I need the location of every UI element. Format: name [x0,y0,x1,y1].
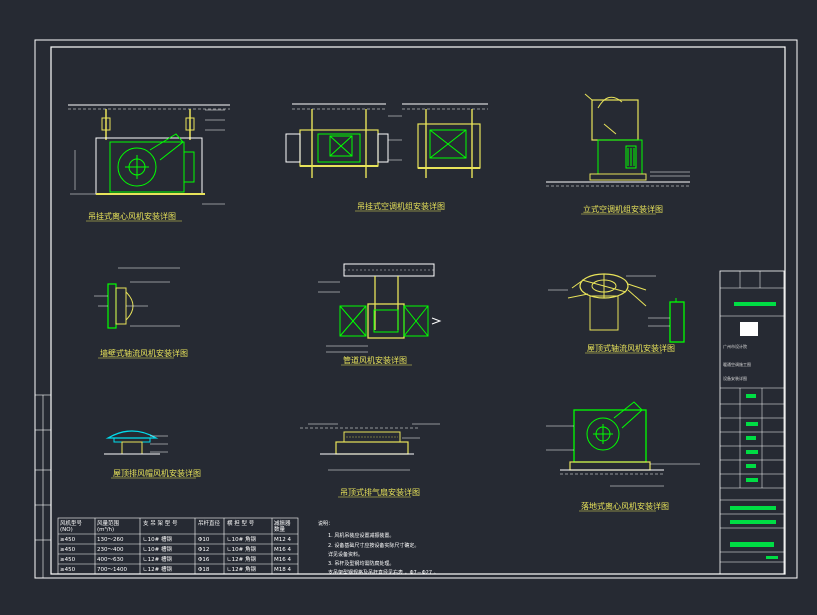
binding-strip [35,394,51,578]
title-block-sheet-title: 设备安装详图 [723,375,747,381]
notes-line-2: 2. 设备基础尺寸应按设备实际尺寸确定。 [328,542,419,549]
table-cell: M16 4 [274,557,291,563]
table-cell: Φ10 [198,537,210,543]
table-header-cell: 支 吊 架 型 号 [143,519,178,527]
table-header-cell: 横 担 型 号 [227,519,255,527]
table-cell: ∟12# 槽钢 [143,555,172,563]
table-cell: 400～630 [97,557,124,563]
table-cell: M12 4 [274,537,291,543]
detail-roof-axial-fan [548,273,685,343]
table-header-cell: 吊杆直径 [198,519,221,527]
detail-vertical-ahu [546,93,690,187]
table-header-cell: 风机型号 [60,519,83,527]
table-cell: ≥450 [60,557,76,563]
title-block-company: 广州市设计院 [723,343,747,349]
table-cell: ≥450 [60,537,76,543]
table-header-cell: 风量范围 [97,519,120,527]
support-table-text: 风机型号(NO) 风量范围(m³/h) 支 吊 架 型 号 吊杆直径横 担 型 号 减振… [60,519,291,573]
caption-wall-axial: 墙壁式轴流风机安装详图 [100,348,188,358]
table-cell: Φ12 [198,547,209,553]
table-cell: Φ16 [198,557,210,563]
caption-suspended-centrifugal: 吊挂式离心风机安装详图 [88,211,176,221]
table-cell: Φ18 [198,567,210,573]
table-cell: 700～1400 [97,567,127,573]
table-cell: ∟12# 角钢 [227,555,256,563]
table-cell: ∟10# 槽钢 [143,535,172,543]
caption-vertical-ahu: 立式空调机组安装详图 [583,204,663,214]
caption-floor-centrifugal: 落地式离心风机安装详图 [581,501,669,511]
detail-ceiling-exhaust-fan [300,423,440,471]
table-cell: M16 4 [274,547,291,553]
table-header-cell: 数量 [274,525,286,533]
table-cell: ∟10# 角钢 [227,545,256,553]
table-cell: ∟12# 角钢 [227,565,256,573]
table-header-cell: (NO) [60,527,73,533]
table-cell: 230～400 [97,547,124,553]
caption-duct-fan: 管道风机安装详图 [343,355,407,365]
outer-frame [34,39,798,579]
detail-wall-axial-fan [94,267,180,329]
table-cell: M18 4 [274,567,291,573]
table-cell: 130～260 [97,537,124,543]
title-block-project: 暖通空调施工图 [723,361,751,367]
table-cell: ≥450 [60,547,76,553]
inner-frame [50,46,786,575]
table-cell: ≥450 [60,567,76,573]
notes-line-3: 详见设备资料。 [328,551,363,558]
detail-roof-exhaust-cap [104,430,168,455]
detail-duct-fan [318,263,442,353]
general-notes: 说明： 1. 风机吊装应设置减振装置。 2. 设备基础尺寸应按设备实际尺寸确定。… [318,520,439,576]
caption-ceiling-exhaust: 吊顶式排气扇安装详图 [340,487,420,497]
table-cell: ∟10# 槽钢 [143,545,172,553]
table-header-cell: (m³/h) [97,526,114,533]
caption-roof-axial: 屋顶式轴流风机安装详图 [587,343,675,353]
table-cell: ∟12# 槽钢 [143,565,172,573]
title-block: 广州市设计院 暖通空调施工图 设备安装详图 [719,270,785,575]
notes-line-1: 1. 风机吊装应设置减振装置。 [328,532,394,539]
detail-suspended-ahu [285,103,488,178]
caption-suspended-ahu: 吊挂式空调机组安装详图 [357,201,445,211]
notes-line-5: 支吊架型钢规格及吊杆直径见右表 ，Φ7－Φ27 。 [328,569,439,576]
support-table [57,517,299,575]
caption-roof-exhaust: 屋顶排风帽风机安装详图 [113,468,201,478]
notes-heading: 说明： [318,520,333,527]
table-cell: ∟10# 角钢 [227,535,256,543]
notes-line-4: 3. 吊杆及型钢均需防腐处理。 [328,560,394,567]
detail-floor-centrifugal-fan [546,401,700,487]
table-header-cell: 减振器 [274,519,291,527]
detail-suspended-centrifugal-fan [68,104,230,205]
